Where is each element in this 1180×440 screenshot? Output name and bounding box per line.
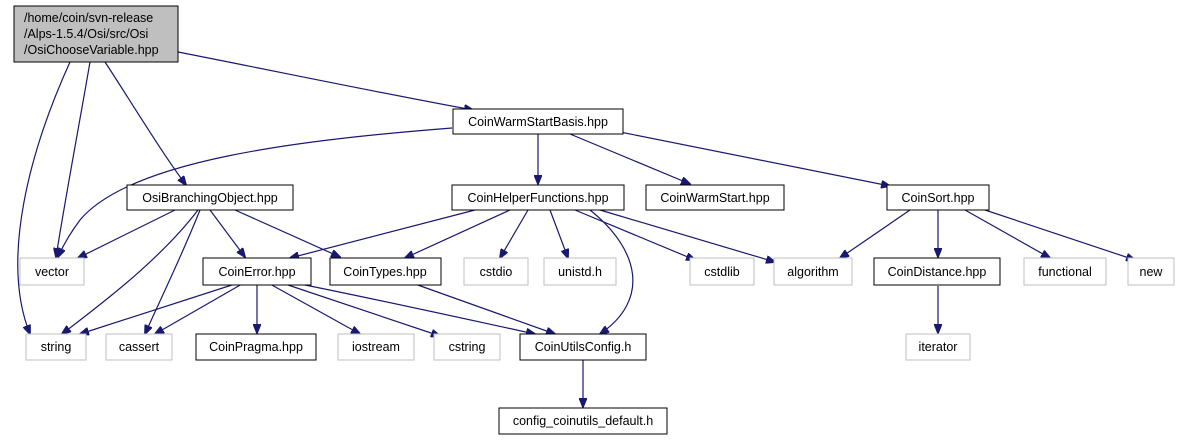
node-unistd[interactable]: unistd.h	[543, 257, 617, 286]
nodes: /home/coin/svn-release /Alps-1.5.4/Osi/s…	[13, 5, 1175, 435]
edge-warmstartbasis-to-warmstart	[569, 133, 690, 184]
edge-error-to-string	[80, 283, 236, 334]
edge-error-to-iostream	[269, 283, 360, 334]
node-label: CoinTypes.hpp	[343, 265, 426, 279]
root-node-line-3: /OsiChooseVariable.hpp	[24, 43, 159, 57]
edge-error-to-cstring	[284, 283, 440, 336]
node-label: CoinSort.hpp	[902, 191, 975, 205]
node-coin-types[interactable]: CoinTypes.hpp	[329, 257, 442, 286]
node-label: CoinHelperFunctions.hpp	[467, 191, 608, 205]
node-label: vector	[35, 265, 69, 279]
node-label: OsiBranchingObject.hpp	[142, 191, 278, 205]
edge-warmstartbasis-to-sort	[619, 131, 890, 186]
node-coin-sort[interactable]: CoinSort.hpp	[886, 184, 990, 211]
node-coin-pragma[interactable]: CoinPragma.hpp	[195, 333, 317, 361]
edge-helper-to-unistd	[549, 209, 568, 258]
edge-helper-to-cstdlib	[574, 209, 695, 260]
edge-error-to-cassert	[155, 283, 243, 334]
node-vector[interactable]: vector	[19, 257, 85, 286]
node-label: iostream	[352, 340, 400, 354]
edge-root-to-string	[17, 61, 71, 334]
edge-sort-to-functional	[964, 209, 1050, 258]
node-osi-branching-object[interactable]: OsiBranchingObject.hpp	[126, 184, 294, 211]
root-node[interactable]: /home/coin/svn-release /Alps-1.5.4/Osi/s…	[13, 5, 179, 63]
edge-helper-to-error	[290, 209, 476, 258]
node-string[interactable]: string	[25, 333, 87, 361]
edge-branching-to-cassert	[145, 209, 201, 334]
node-label: config_coinutils_default.h	[513, 414, 653, 428]
node-label: CoinDistance.hpp	[888, 265, 987, 279]
node-coin-helper-functions[interactable]: CoinHelperFunctions.hpp	[451, 184, 625, 211]
node-label: iterator	[919, 340, 958, 354]
node-label: cassert	[119, 340, 160, 354]
node-functional[interactable]: functional	[1023, 257, 1107, 286]
node-label: algorithm	[787, 265, 838, 279]
node-coin-distance[interactable]: CoinDistance.hpp	[873, 257, 1001, 286]
node-label: CoinWarmStart.hpp	[660, 191, 769, 205]
node-config-coinutils-default[interactable]: config_coinutils_default.h	[498, 407, 668, 435]
edges	[17, 51, 1135, 407]
root-node-line-1: /home/coin/svn-release	[24, 11, 153, 25]
edge-helper-to-types	[405, 209, 511, 258]
edge-helper-to-cstdio	[500, 209, 529, 258]
node-algorithm[interactable]: algorithm	[773, 257, 853, 286]
edge-root-to-warmstartbasis	[177, 51, 473, 110]
node-iterator[interactable]: iterator	[905, 333, 971, 361]
node-label: CoinError.hpp	[218, 265, 295, 279]
node-cstdlib[interactable]: cstdlib	[689, 257, 755, 286]
node-label: cstring	[449, 340, 486, 354]
node-coin-utils-config[interactable]: CoinUtilsConfig.h	[519, 333, 647, 361]
edge-root-to-vector	[56, 61, 91, 257]
node-coin-warm-start[interactable]: CoinWarmStart.hpp	[645, 184, 785, 211]
node-label: cstdio	[480, 265, 513, 279]
edge-sort-to-new	[984, 209, 1135, 260]
node-cassert[interactable]: cassert	[105, 333, 173, 361]
edge-sort-to-algorithm	[840, 209, 911, 258]
edge-helper-to-algorithm	[599, 209, 775, 262]
edge-error-to-utilsconfig	[299, 283, 535, 334]
node-label: CoinPragma.hpp	[209, 340, 303, 354]
node-coin-error[interactable]: CoinError.hpp	[202, 257, 312, 286]
node-label: cstdlib	[704, 265, 739, 279]
edge-warmstartbasis-to-vector	[58, 127, 453, 257]
edge-helper-to-utilsconfig	[589, 209, 634, 334]
node-new[interactable]: new	[1127, 257, 1175, 286]
edge-branching-to-vector	[78, 209, 176, 258]
node-label: CoinWarmStartBasis.hpp	[468, 115, 608, 129]
edge-branching-to-error	[209, 209, 245, 257]
node-label: unistd.h	[558, 265, 602, 279]
edge-types-to-utilsconfig	[414, 283, 555, 334]
node-label: new	[1140, 265, 1164, 279]
node-cstdio[interactable]: cstdio	[463, 257, 529, 286]
node-coin-warm-start-basis[interactable]: CoinWarmStartBasis.hpp	[452, 108, 624, 135]
edge-branching-to-types	[234, 209, 340, 257]
node-iostream[interactable]: iostream	[337, 333, 415, 361]
root-node-line-2: /Alps-1.5.4/Osi/src/Osi	[24, 27, 148, 41]
node-label: CoinUtilsConfig.h	[535, 340, 632, 354]
node-label: functional	[1038, 265, 1092, 279]
node-cstring[interactable]: cstring	[433, 333, 501, 361]
edge-branching-to-string	[62, 209, 199, 334]
node-label: string	[41, 340, 72, 354]
edge-root-to-branching	[104, 61, 186, 185]
